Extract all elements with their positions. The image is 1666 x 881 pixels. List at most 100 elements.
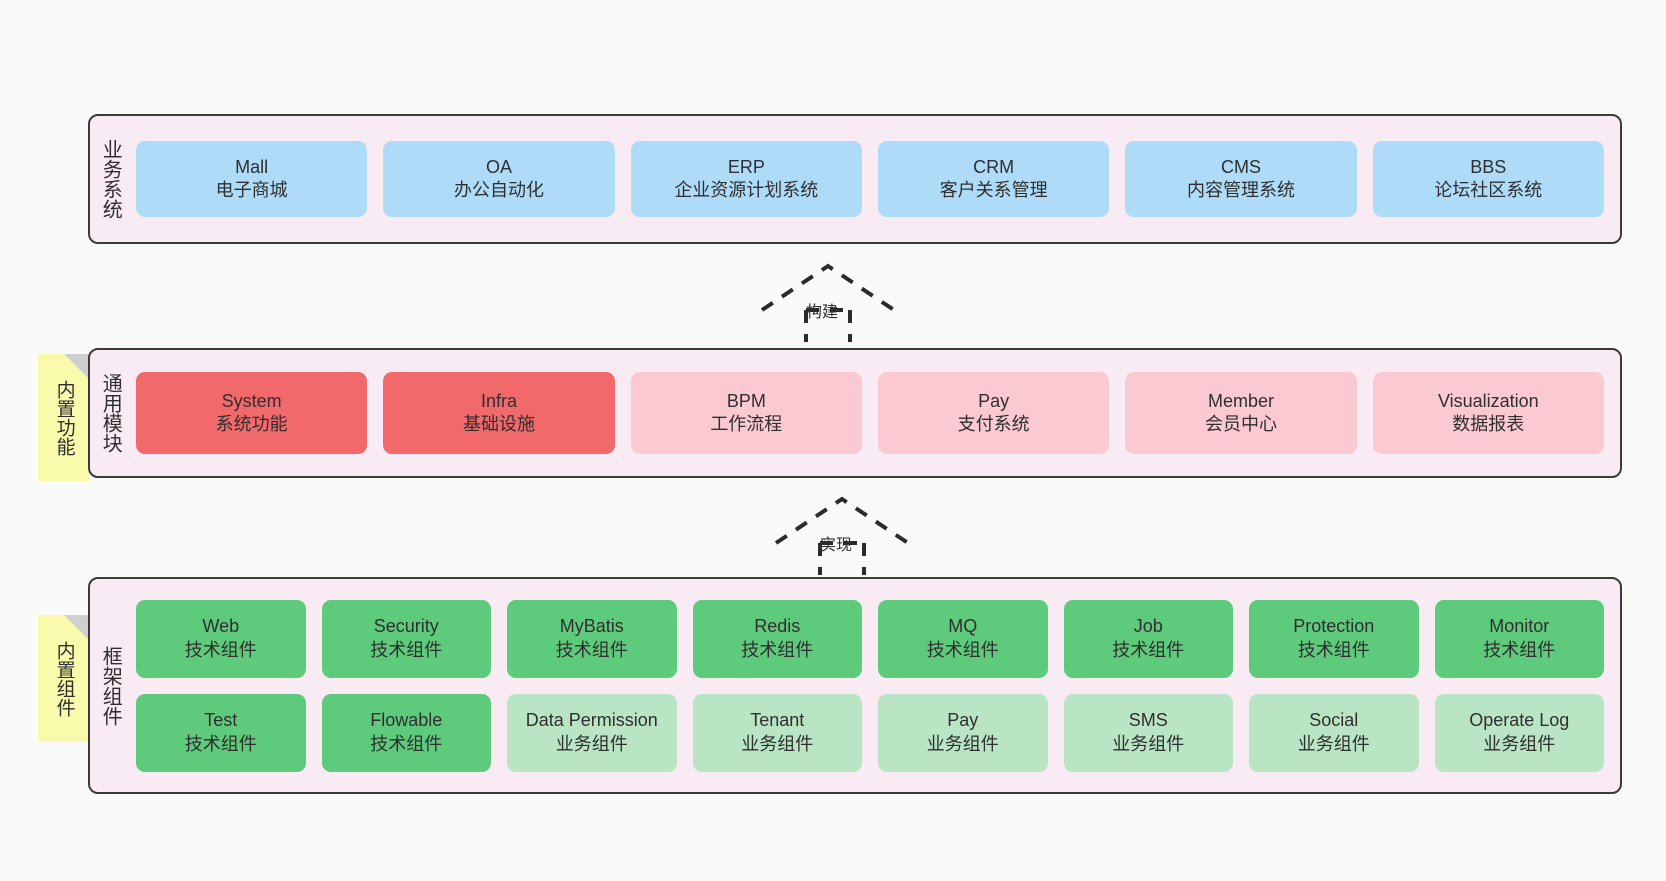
common-modules-row: System 系统功能 Infra 基础设施 BPM 工作流程 Pay 支付系统…	[136, 372, 1604, 454]
business-box-crm-desc: 客户关系管理	[939, 180, 1048, 200]
framework-box-protection-desc: 技术组件	[1297, 639, 1370, 660]
framework-box-mybatis-name: MyBatis	[559, 616, 624, 637]
framework-box-mq-name: MQ	[948, 616, 978, 637]
panel-label-business-systems: 业务系统	[99, 139, 122, 219]
business-box-bbs[interactable]: BBS 论坛社区系统	[1372, 141, 1604, 217]
connector-build: 构建	[758, 262, 898, 344]
business-box-oa-name: OA	[485, 156, 512, 177]
connector-build-shaft	[804, 308, 852, 342]
module-box-system[interactable]: System 系统功能	[136, 372, 368, 454]
module-box-pay[interactable]: Pay 支付系统	[877, 372, 1110, 454]
framework-box-redis-desc: 技术组件	[741, 639, 814, 660]
framework-box-sms-name: SMS	[1128, 710, 1168, 731]
framework-box-test[interactable]: Test 技术组件	[136, 693, 306, 772]
framework-box-monitor-desc: 技术组件	[1483, 639, 1556, 660]
framework-box-social-name: Social	[1309, 710, 1359, 731]
module-box-infra-desc: 基础设施	[462, 414, 535, 434]
business-box-cms[interactable]: CMS 内容管理系统	[1125, 141, 1357, 217]
panel-body-framework-components: Web 技术组件 Security 技术组件 MyBatis 技术组件 Redi…	[130, 579, 1620, 792]
framework-box-flowable-name: Flowable	[370, 710, 443, 731]
connector-build-label: 构建	[806, 304, 839, 321]
business-box-mall[interactable]: Mall 电子商城	[136, 141, 368, 217]
framework-box-mq[interactable]: MQ 技术组件	[878, 599, 1048, 678]
framework-box-flowable[interactable]: Flowable 技术组件	[321, 693, 491, 772]
framework-box-web[interactable]: Web 技术组件	[136, 599, 306, 678]
framework-box-sms-desc: 业务组件	[1112, 733, 1185, 754]
framework-box-test-desc: 技术组件	[184, 733, 257, 754]
business-systems-row: Mall 电子商城 OA 办公自动化 ERP 企业资源计划系统 CRM 客户关系…	[136, 141, 1604, 217]
module-box-infra-name: Infra	[480, 390, 517, 411]
module-box-member-desc: 会员中心	[1204, 414, 1277, 434]
business-box-crm[interactable]: CRM 客户关系管理	[877, 141, 1110, 217]
business-box-mall-name: Mall	[235, 156, 269, 177]
connector-implement: 实现	[772, 495, 912, 577]
framework-box-job[interactable]: Job 技术组件	[1063, 599, 1233, 678]
module-box-bpm-desc: 工作流程	[710, 414, 783, 434]
connector-build-arrowhead	[760, 263, 896, 312]
sticky-note-builtin-features: 内置功能	[38, 354, 90, 481]
module-box-pay-desc: 支付系统	[957, 414, 1030, 434]
business-box-oa-desc: 办公自动化	[453, 180, 544, 200]
sticky-note-builtin-components-label: 内置组件	[53, 640, 75, 717]
module-box-system-desc: 系统功能	[215, 414, 288, 434]
module-box-bpm-name: BPM	[726, 390, 766, 411]
framework-box-operate-log-desc: 业务组件	[1483, 733, 1556, 754]
business-box-erp-desc: 企业资源计划系统	[674, 180, 819, 200]
framework-tech-row: Web 技术组件 Security 技术组件 MyBatis 技术组件 Redi…	[136, 599, 1604, 678]
module-box-member[interactable]: Member 会员中心	[1125, 372, 1357, 454]
business-box-cms-desc: 内容管理系统	[1186, 180, 1295, 200]
framework-box-operate-log-name: Operate Log	[1469, 710, 1570, 731]
framework-box-test-name: Test	[204, 710, 238, 731]
module-box-member-name: Member	[1207, 390, 1274, 411]
framework-box-flowable-desc: 技术组件	[370, 733, 443, 754]
framework-box-social-desc: 业务组件	[1297, 733, 1370, 754]
module-box-visualization[interactable]: Visualization 数据报表	[1372, 372, 1604, 454]
module-box-bpm[interactable]: BPM 工作流程	[630, 372, 862, 454]
framework-box-redis[interactable]: Redis 技术组件	[692, 599, 862, 678]
connector-implement-label: 实现	[820, 537, 853, 554]
framework-box-protection-name: Protection	[1293, 616, 1375, 637]
panel-label-common-modules: 通用模块	[99, 373, 122, 453]
business-box-erp-name: ERP	[727, 156, 765, 177]
business-box-crm-name: CRM	[973, 156, 1015, 177]
framework-box-pay[interactable]: Pay 业务组件	[878, 693, 1048, 772]
framework-box-web-name: Web	[202, 616, 240, 637]
framework-box-tenant-desc: 业务组件	[741, 733, 814, 754]
framework-box-mybatis[interactable]: MyBatis 技术组件	[507, 599, 677, 678]
module-box-visualization-desc: 数据报表	[1452, 414, 1525, 434]
panel-body-business-systems: Mall 电子商城 OA 办公自动化 ERP 企业资源计划系统 CRM 客户关系…	[130, 116, 1620, 242]
framework-box-pay-name: Pay	[947, 710, 979, 731]
framework-box-data-permission-name: Data Permission	[525, 710, 658, 731]
sticky-note-builtin-components: 内置组件	[38, 615, 90, 742]
module-box-infra[interactable]: Infra 基础设施	[383, 372, 615, 454]
framework-box-sms[interactable]: SMS 业务组件	[1063, 693, 1233, 772]
panel-framework-components: 框架组件 Web 技术组件 Security 技术组件 MyBatis 技术组件…	[88, 577, 1622, 794]
framework-box-social[interactable]: Social 业务组件	[1249, 693, 1419, 772]
framework-box-monitor[interactable]: Monitor 技术组件	[1434, 599, 1604, 678]
business-box-bbs-desc: 论坛社区系统	[1434, 180, 1543, 200]
framework-box-operate-log[interactable]: Operate Log 业务组件	[1434, 693, 1604, 772]
framework-box-tenant[interactable]: Tenant 业务组件	[692, 693, 862, 772]
connector-implement-shaft	[818, 541, 866, 575]
framework-box-protection[interactable]: Protection 技术组件	[1249, 599, 1419, 678]
module-box-pay-name: Pay	[978, 390, 1010, 411]
framework-box-mq-desc: 技术组件	[926, 639, 999, 660]
framework-box-data-permission-desc: 业务组件	[555, 733, 628, 754]
business-box-bbs-name: BBS	[1470, 156, 1507, 177]
business-box-oa[interactable]: OA 办公自动化	[383, 141, 615, 217]
module-box-visualization-name: Visualization	[1437, 390, 1539, 411]
panel-business-systems: 业务系统 Mall 电子商城 OA 办公自动化 ERP 企业资源计划系统 CRM	[88, 114, 1622, 244]
business-box-cms-name: CMS	[1220, 156, 1261, 177]
module-box-system-name: System	[221, 390, 282, 411]
framework-box-pay-desc: 业务组件	[926, 733, 999, 754]
framework-box-security-desc: 技术组件	[370, 639, 443, 660]
connector-implement-arrowhead	[774, 496, 910, 545]
framework-box-data-permission[interactable]: Data Permission 业务组件	[507, 693, 677, 772]
panel-body-common-modules: System 系统功能 Infra 基础设施 BPM 工作流程 Pay 支付系统…	[130, 350, 1620, 476]
framework-box-security[interactable]: Security 技术组件	[321, 599, 491, 678]
framework-box-web-desc: 技术组件	[184, 639, 257, 660]
framework-box-redis-name: Redis	[754, 616, 801, 637]
business-box-erp[interactable]: ERP 企业资源计划系统	[630, 141, 862, 217]
business-box-mall-desc: 电子商城	[215, 180, 288, 200]
